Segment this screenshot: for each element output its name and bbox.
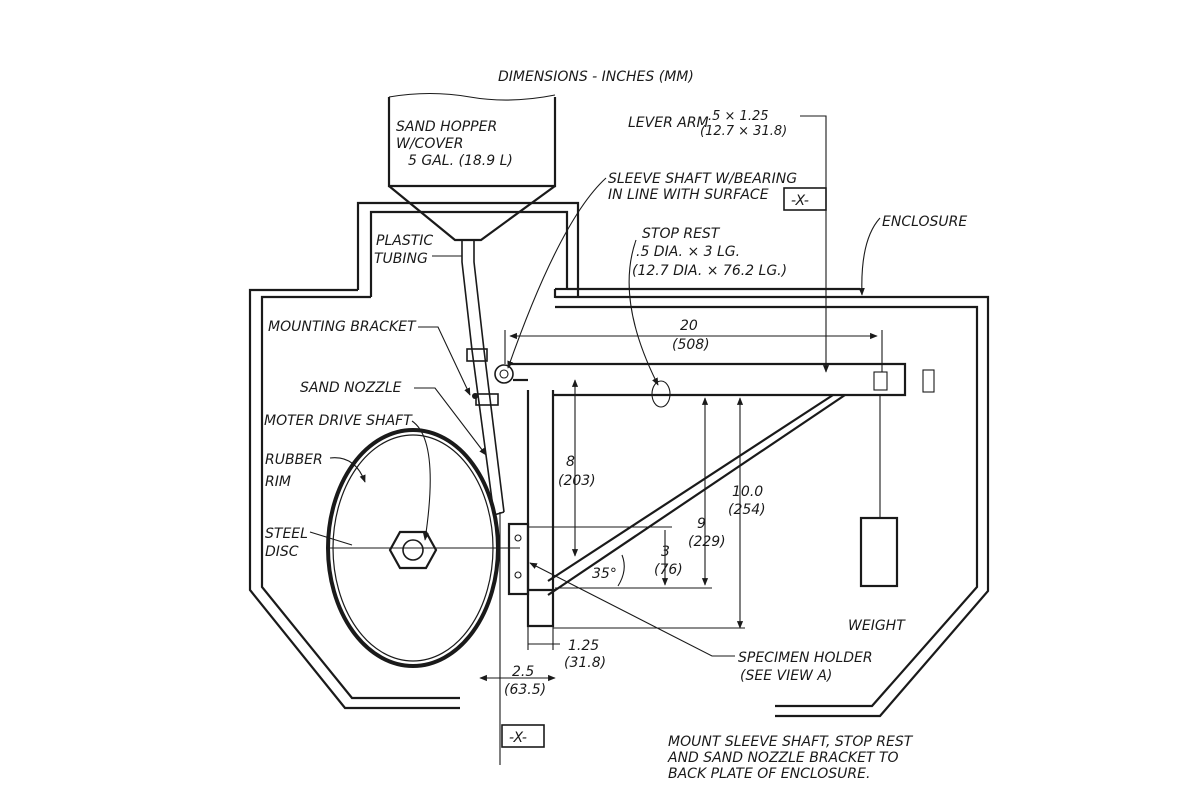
stop-rest-label-2: .5 DIA. × 3 LG. bbox=[636, 244, 740, 260]
note-line-1: MOUNT SLEEVE SHAFT, STOP REST bbox=[668, 734, 914, 750]
note-line-2: AND SAND NOZZLE BRACKET TO bbox=[667, 750, 899, 766]
lever-arm-dim-1: .5 × 1.25 bbox=[708, 109, 769, 124]
dim-8-mm: (203) bbox=[558, 473, 596, 489]
dim-3-mm: (76) bbox=[654, 562, 683, 578]
specimen-holder bbox=[499, 390, 555, 765]
dim-1-25-mm: (31.8) bbox=[564, 655, 606, 671]
dim-9: 9 bbox=[697, 516, 706, 532]
stop-rest-label-3: (12.7 DIA. × 76.2 LG.) bbox=[632, 263, 787, 279]
stop-rest-label-1: STOP REST bbox=[642, 226, 721, 242]
enclosure-outline bbox=[248, 201, 990, 718]
mounting-bracket bbox=[466, 348, 499, 406]
dim-10: 10.0 bbox=[732, 484, 763, 500]
dim-1-25: 1.25 bbox=[568, 638, 599, 654]
drawing-title: DIMENSIONS - INCHES (MM) bbox=[498, 69, 694, 85]
enclosure-label: ENCLOSURE bbox=[882, 214, 967, 230]
note-line-3: BACK PLATE OF ENCLOSURE. bbox=[668, 766, 870, 782]
steel-disc bbox=[326, 428, 520, 668]
bottom-ref: -X- bbox=[509, 730, 527, 746]
plastic-tubing bbox=[461, 240, 485, 351]
hopper-label-1: SAND HOPPER bbox=[396, 119, 497, 135]
dim-2-5-mm: (63.5) bbox=[504, 682, 546, 698]
dim-3: 3 bbox=[661, 544, 670, 560]
plastic-tubing-label-1: PLASTIC bbox=[376, 233, 433, 249]
sleeve-shaft-ref: -X- bbox=[791, 193, 809, 209]
specimen-holder-label-1: SPECIMEN HOLDER bbox=[738, 650, 873, 666]
diagonal-brace bbox=[528, 394, 846, 596]
hopper-label-2: W/COVER bbox=[396, 136, 464, 152]
mounting-bracket-label: MOUNTING BRACKET bbox=[268, 319, 417, 335]
rubber-rim-label-2: RIM bbox=[265, 474, 291, 490]
lever-arm-label: LEVER ARM bbox=[628, 115, 709, 131]
lever-arm-dim-2: (12.7 × 31.8) bbox=[700, 124, 787, 139]
dim-2-5: 2.5 bbox=[512, 664, 534, 680]
specimen-holder-label-2: (SEE VIEW A) bbox=[740, 668, 832, 684]
weight-label: WEIGHT bbox=[848, 618, 906, 634]
plastic-tubing-label-2: TUBING bbox=[374, 251, 428, 267]
sleeve-shaft-label-2: IN LINE WITH SURFACE bbox=[608, 187, 769, 203]
hopper-label-3: 5 GAL. (18.9 L) bbox=[408, 153, 513, 169]
steel-disc-label-2: DISC bbox=[265, 544, 299, 560]
motor-drive-shaft-label: MOTER DRIVE SHAFT bbox=[264, 413, 413, 429]
dim-20-mm: (508) bbox=[672, 337, 710, 353]
dim-9-mm: (229) bbox=[688, 534, 726, 550]
lever-arm bbox=[494, 362, 935, 408]
dimension-lines bbox=[479, 330, 883, 682]
weight bbox=[859, 395, 899, 588]
sand-nozzle-label: SAND NOZZLE bbox=[300, 380, 402, 396]
dim-angle: 35° bbox=[592, 566, 617, 582]
sleeve-shaft-label-1: SLEEVE SHAFT W/BEARING bbox=[608, 171, 797, 187]
dim-20: 20 bbox=[680, 318, 698, 334]
rubber-rim-label-1: RUBBER bbox=[265, 452, 323, 468]
dim-10-mm: (254) bbox=[728, 502, 766, 518]
steel-disc-label-1: STEEL bbox=[265, 526, 308, 542]
dim-8: 8 bbox=[566, 454, 575, 470]
